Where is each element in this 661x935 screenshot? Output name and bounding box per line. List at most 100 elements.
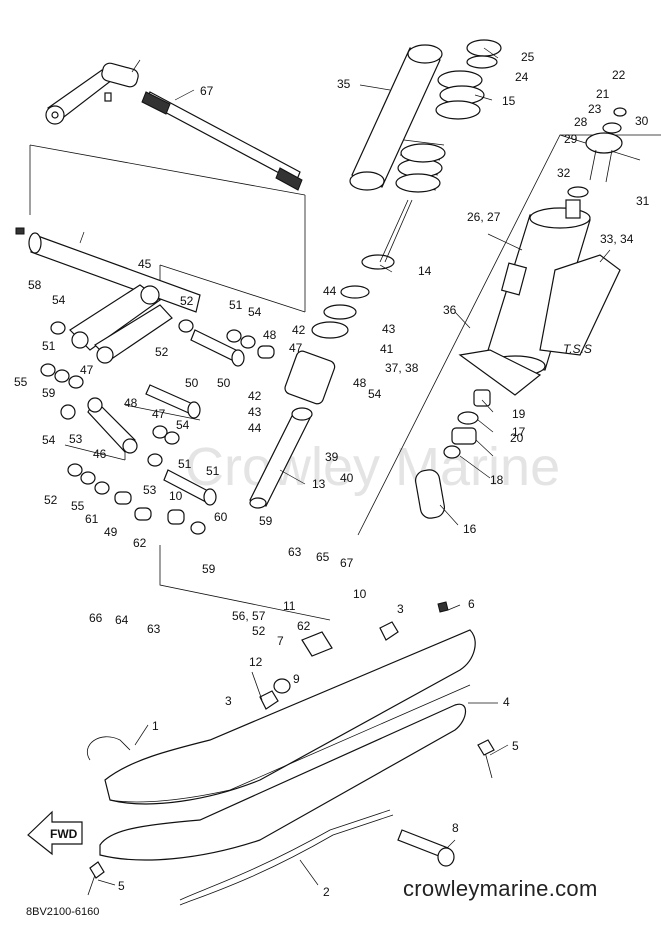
forward-arrow-icon: FWD	[27, 810, 83, 856]
part-label: 9	[293, 672, 300, 686]
sleeve: T.S.S	[539, 254, 621, 356]
washers	[40, 319, 275, 535]
adjuster-rod	[141, 91, 303, 191]
part-label: 6	[468, 597, 475, 611]
part-stamp: T.S.S	[563, 342, 592, 356]
part-label: 51	[178, 457, 192, 471]
spring-cover	[349, 44, 443, 191]
part-label: 63	[288, 545, 302, 559]
part-label: 61	[85, 512, 99, 526]
part-label: 5	[512, 739, 519, 753]
top-mount	[567, 107, 627, 198]
part-label: 52	[44, 493, 58, 507]
part-label: 48	[353, 376, 367, 390]
part-label: 13	[312, 477, 326, 491]
part-label: 50	[185, 376, 199, 390]
part-label: 35	[337, 77, 351, 91]
part-label: 23	[588, 102, 602, 116]
part-label: 54	[176, 418, 190, 432]
footer-brand: crowleymarine.com	[403, 876, 598, 901]
part-label: 43	[382, 322, 396, 336]
leader-lines	[79, 47, 611, 886]
adjuster-arm	[45, 62, 139, 125]
part-label: 59	[42, 386, 56, 400]
part-label: 15	[502, 94, 516, 108]
part-label: 59	[259, 514, 273, 528]
part-label: 63	[147, 622, 161, 636]
part-label: 64	[115, 613, 129, 627]
part-label: 11	[283, 599, 296, 613]
part-label: 55	[71, 499, 85, 513]
part-label: 42	[292, 323, 306, 337]
part-label: 41	[380, 342, 394, 356]
part-label: 28	[574, 115, 588, 129]
part-label: 46	[93, 447, 107, 461]
part-label: 39	[325, 450, 339, 464]
part-label: 62	[297, 619, 311, 633]
part-label: 51	[206, 464, 220, 478]
part-labels: 1 2 3 3 4 5 5 6 7 8 9 10 10 11 12 13 14 …	[14, 50, 650, 899]
part-label: 52	[155, 345, 169, 359]
part-label: 54	[368, 387, 382, 401]
part-label: 3	[397, 602, 404, 616]
part-label: 10	[169, 489, 183, 503]
part-label: 52	[252, 624, 266, 638]
part-label: 8	[452, 821, 459, 835]
part-label: 56, 57	[232, 609, 266, 623]
part-label: 10	[353, 587, 367, 601]
part-label: 47	[289, 341, 303, 355]
part-label: 43	[248, 405, 262, 419]
part-label: 58	[28, 278, 42, 292]
bushing-stack	[443, 389, 491, 459]
shock-cylinder	[458, 199, 591, 396]
part-label: 51	[229, 298, 243, 312]
part-label: 62	[133, 536, 147, 550]
bolts	[145, 329, 245, 506]
part-label: 33, 34	[600, 232, 634, 246]
upper-link-arm	[69, 284, 173, 364]
part-label: 31	[636, 194, 650, 208]
part-label: 60	[214, 510, 228, 524]
part-label: 32	[557, 166, 571, 180]
part-label: 48	[263, 328, 277, 342]
part-label: 49	[104, 525, 118, 539]
lower-link-arm	[87, 397, 138, 454]
part-label: 30	[635, 114, 649, 128]
ski	[87, 629, 476, 906]
part-label: 20	[510, 431, 524, 445]
part-label: 66	[89, 611, 103, 625]
part-label: 45	[138, 257, 152, 271]
part-label: 65	[316, 550, 330, 564]
part-label: 55	[14, 375, 28, 389]
bump-stop	[414, 469, 446, 519]
direction-marker: FWD	[50, 827, 78, 841]
part-label: 4	[503, 695, 510, 709]
part-label: 19	[512, 407, 526, 421]
linkage-group-outline	[29, 144, 331, 621]
part-label: 7	[277, 634, 284, 648]
part-label: 2	[323, 885, 330, 899]
spindle-block	[301, 631, 333, 657]
part-label: 36	[443, 303, 457, 317]
part-label: 17	[512, 425, 526, 439]
watermark: Crowley Marine	[185, 437, 560, 497]
part-label: 53	[69, 432, 83, 446]
part-label: 47	[152, 407, 166, 421]
part-label: 14	[418, 264, 432, 278]
part-label: 53	[143, 483, 157, 497]
part-label: 25	[521, 50, 535, 64]
part-label: 67	[200, 84, 214, 98]
part-label: 51	[42, 339, 56, 353]
part-label: 29	[564, 132, 578, 146]
part-label: 26, 27	[467, 210, 501, 224]
part-label: 37, 38	[385, 361, 419, 375]
part-label: 59	[202, 562, 216, 576]
part-label: 54	[248, 305, 262, 319]
part-label: 44	[248, 421, 262, 435]
footer-code: 8BV2100-6160	[26, 906, 100, 918]
part-label: 5	[118, 879, 125, 893]
part-label: 24	[515, 70, 529, 84]
part-label: 67	[340, 556, 354, 570]
part-label: 18	[490, 473, 504, 487]
